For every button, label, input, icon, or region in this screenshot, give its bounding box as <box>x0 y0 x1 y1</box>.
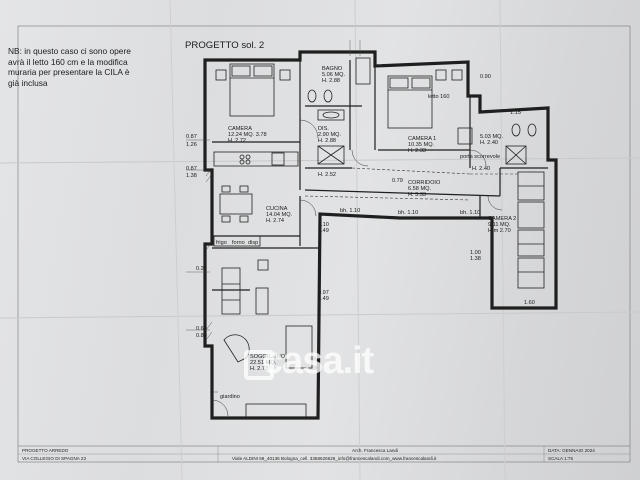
room-camera1-name: CAMERA 1 <box>408 136 437 142</box>
note-line-1: NB: in questo caso ci sono opere <box>8 46 131 56</box>
dim-160: 1.60 <box>524 300 535 306</box>
room-camera-a-name: CAMERA <box>228 126 252 132</box>
plan-title: PROGETTO sol. 2 <box>185 40 265 51</box>
room-dis: DIS. 2.90 MQ. H. 2.88 <box>318 126 341 145</box>
room-bagno: BAGNO 5.06 MQ. H. 2.88 <box>322 66 345 85</box>
label-disp: disp <box>248 240 259 246</box>
project-note: NB: in questo caso ci sono opere avrà il… <box>8 46 178 88</box>
bh110-b: bh. 1.10 <box>398 210 419 216</box>
room-soggiorno: SOGGIORNO 22.51 MQ. H. 2.73 <box>250 354 285 373</box>
dim-090: 0.90 <box>480 74 491 80</box>
footer-date: DATA: GENNAIO 2024 <box>548 448 595 453</box>
dim-138-b: 1.38 <box>470 256 481 262</box>
room-dis-height: H. 2.88 <box>318 138 337 145</box>
dim-100: 1.00 <box>470 250 481 256</box>
room-camera1-area: 10.35 MQ. <box>408 142 435 149</box>
room-bath2: 5.03 MQ. H. 2.40 <box>480 134 503 146</box>
watermark-logo-icon <box>244 350 274 380</box>
dim-080: 0.80 <box>196 333 207 339</box>
room-bath2-height: H. 2.40 <box>480 140 499 147</box>
room-dis-area: 2.90 MQ. <box>318 132 342 139</box>
footer-address: VIA COLLEGIO DI SPAGNA 23 <box>22 456 86 461</box>
room-camera1: CAMERA 1 10.35 MQ. H. 2.33 <box>408 136 436 155</box>
label-frigo: frigo <box>216 240 227 246</box>
room-dis-name: DIS. <box>318 126 329 132</box>
footer-project-label: PROGETTO ARREDO <box>22 448 69 453</box>
room-corridoio: CORRIDOIO 6.58 MQ. H. 3.33 <box>408 180 440 199</box>
room-soggiorno-area: 22.51 MQ. <box>250 360 277 367</box>
room-corridoio-height: H. 3.33 <box>408 192 427 199</box>
room-bagno-area: 5.06 MQ. <box>322 72 346 79</box>
dim-097: 0.97 <box>318 290 329 296</box>
room-cucina-name: CUCINA <box>266 206 288 212</box>
room-cucina: CUCINA 14.04 MQ. H. 2.74 <box>266 206 292 225</box>
room-camera-a-height: H. 2.72 <box>228 138 247 145</box>
room-camera1-height: H. 2.33 <box>408 148 427 155</box>
room-camera2-area: 9.11 MQ. <box>488 222 511 229</box>
dim-079: 0.79 <box>392 178 403 184</box>
room-camera2-name: CAMERA 2 <box>488 216 517 222</box>
dim-149: 1.49 <box>318 228 329 234</box>
footer-scale: SCALA 1:75 <box>548 456 574 461</box>
footer-studio: Viale ALDINI 58_40136 Bologna_cell. 3358… <box>232 456 437 461</box>
bed-label: letto 160 <box>428 94 450 100</box>
dim-126: 1.26 <box>186 142 197 148</box>
outer-walls <box>203 50 558 420</box>
dim-115: 1.15 <box>510 110 521 116</box>
dim-060: 0.60 <box>196 326 207 332</box>
room-bath2-area: 5.03 MQ. <box>480 134 504 140</box>
dim-110: 1.10 <box>318 222 329 228</box>
dim-022: 0.22 <box>196 266 207 272</box>
footer-architect: Arch. Francesca Landi <box>352 448 398 453</box>
note-line-2: avrà il letto 160 cm e la modifica <box>8 56 128 67</box>
room-soggiorno-height: H. 2.73 <box>250 366 269 373</box>
room-cucina-height: H. 2.74 <box>266 218 285 225</box>
room-bagno-height: H. 2.88 <box>322 78 341 85</box>
label-porta-scorrevole: porta scorrevole <box>460 154 501 160</box>
bh110-c: bh. 1.10 <box>460 210 481 216</box>
dim-087-a: 0.87 <box>186 134 197 140</box>
bh110-a: bh. 1.10 <box>340 208 361 214</box>
room-camera-a-area: 12.24 MQ. <box>228 132 255 139</box>
room-camera-a-extra: 3.78 <box>255 132 267 139</box>
room-bagno-name: BAGNO <box>322 66 343 72</box>
room-corridoio-name: CORRIDOIO <box>408 180 441 186</box>
room-corridoio-area: 6.58 MQ. <box>408 186 432 193</box>
note-line-3: muraria per presentare la CILA è <box>8 67 130 78</box>
label-h240b: H. 2.40 <box>472 166 491 172</box>
dim-138-a: 1.38 <box>186 173 197 179</box>
room-camera-a: CAMERA 12.24 MQ. 3.78 H. 2.72 <box>228 126 267 145</box>
room-camera2-height: H.m 2.70 <box>488 228 511 235</box>
label-forno: forno <box>232 240 245 246</box>
note-line-4: già inclusa <box>8 77 48 88</box>
label-giardino: giardino <box>220 394 240 400</box>
watermark: casa.it <box>262 340 374 382</box>
label-h252: H. 2.52 <box>318 172 337 178</box>
room-camera2: CAMERA 2 9.11 MQ. H.m 2.70 <box>488 216 516 235</box>
room-soggiorno-name: SOGGIORNO <box>250 354 286 360</box>
room-cucina-area: 14.04 MQ. <box>266 212 293 219</box>
dim-149-b: 1.49 <box>318 296 329 302</box>
dim-087-b: 0.87 <box>186 166 197 172</box>
